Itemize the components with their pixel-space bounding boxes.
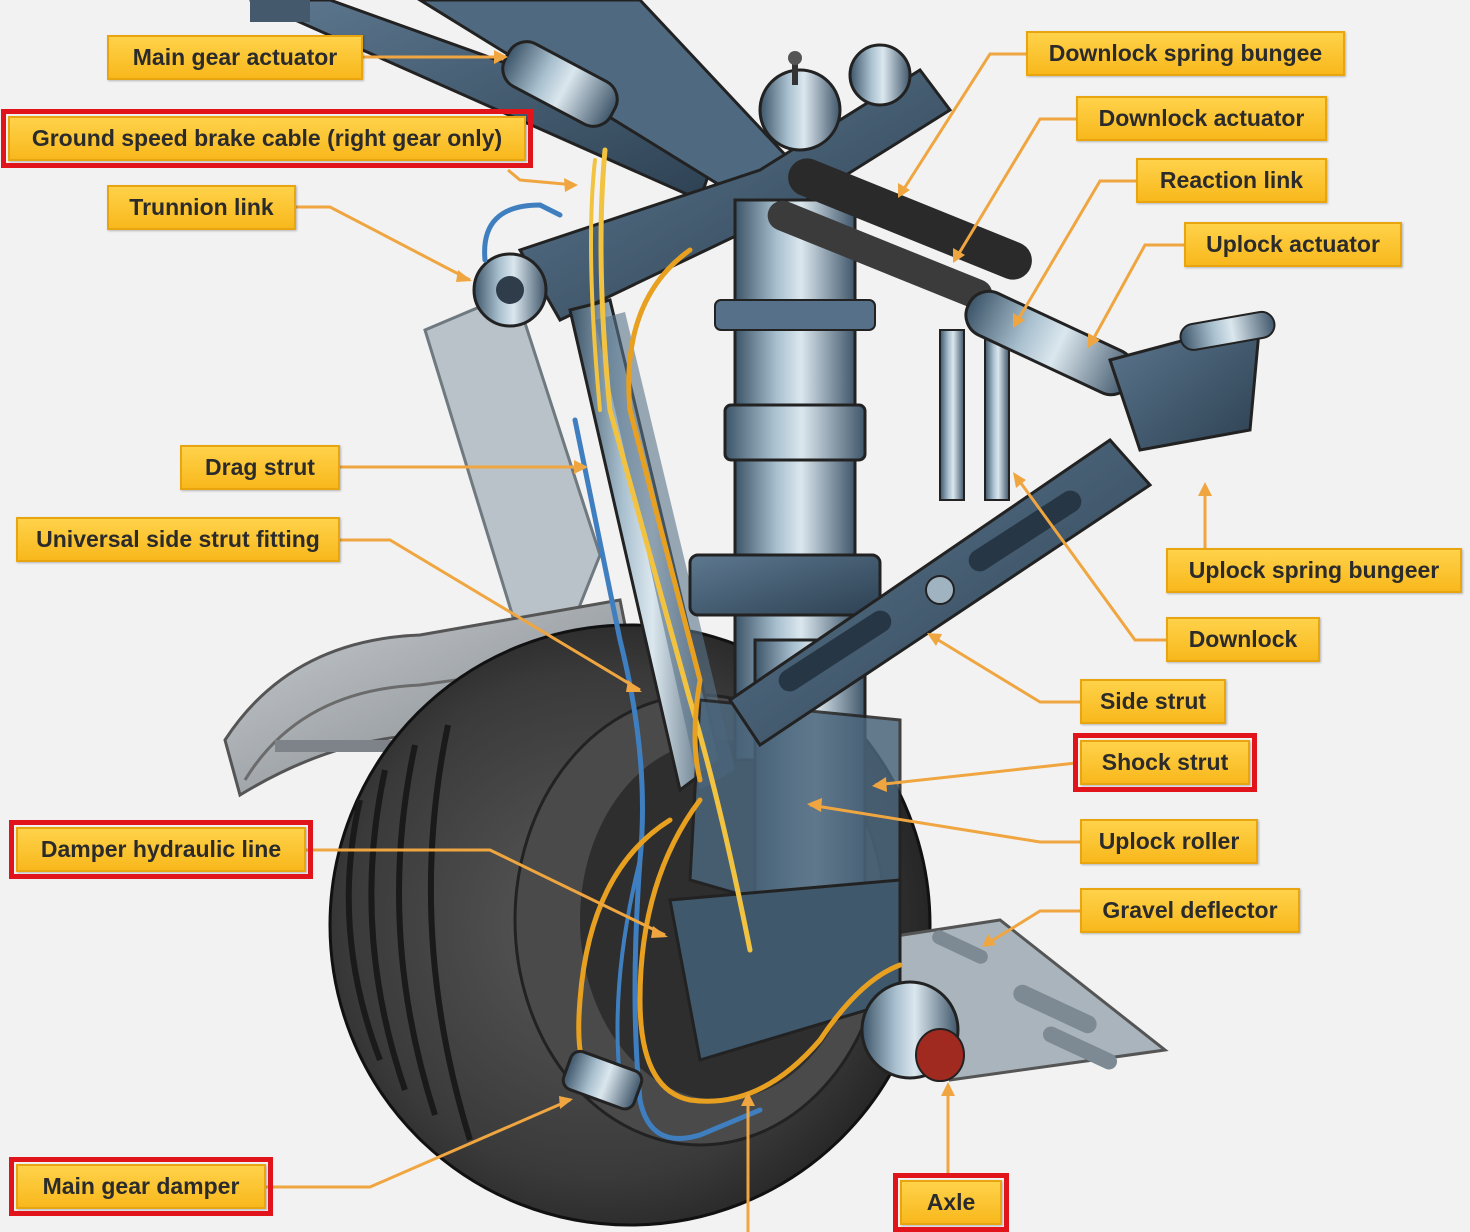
label-universal-side-strut-fitting: Universal side strut fitting <box>16 517 340 562</box>
label-uplock-actuator: Uplock actuator <box>1184 222 1402 267</box>
leader-lines <box>266 52 1207 1232</box>
label-downlock-spring-bungee: Downlock spring bungee <box>1026 31 1345 76</box>
axle <box>860 980 965 1082</box>
label-main-gear-damper: Main gear damper <box>9 1157 273 1216</box>
label-uplock-roller: Uplock roller <box>1080 819 1258 864</box>
label-reaction-link: Reaction link <box>1136 158 1327 203</box>
label-uplock-spring-bungeer: Uplock spring bungeer <box>1166 548 1462 593</box>
label-downlock-actuator: Downlock actuator <box>1076 96 1327 141</box>
trunnion <box>472 43 953 328</box>
downlock-linkage <box>767 158 1276 501</box>
label-drag-strut: Drag strut <box>180 445 340 490</box>
main-gear-damper <box>561 1049 644 1111</box>
label-gravel-deflector: Gravel deflector <box>1080 888 1300 933</box>
label-trunnion-link: Trunnion link <box>107 185 296 230</box>
label-downlock: Downlock <box>1166 617 1320 662</box>
hydraulic-lines <box>482 147 903 1141</box>
label-damper-hydraulic-line: Damper hydraulic line <box>9 820 313 879</box>
label-shock-strut: Shock strut <box>1073 733 1257 792</box>
label-main-gear-actuator: Main gear actuator <box>107 35 363 80</box>
label-axle: Axle <box>893 1173 1009 1232</box>
leader-arrowheads <box>456 50 1212 1109</box>
label-ground-speed-brake-cable: Ground speed brake cable (right gear onl… <box>1 109 533 168</box>
label-side-strut: Side strut <box>1080 679 1226 724</box>
